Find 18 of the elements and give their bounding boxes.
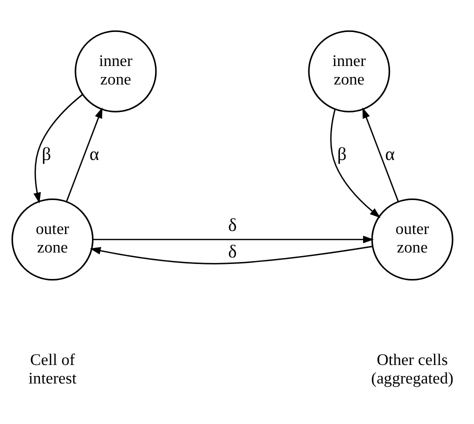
arrow	[33, 94, 83, 204]
edge-label: β	[337, 144, 347, 164]
node-circle: outer zone	[11, 198, 94, 281]
arrow	[93, 236, 374, 244]
arrow	[66, 107, 102, 202]
edge-label: α	[89, 144, 100, 164]
arrow	[362, 107, 399, 202]
edge-label: δ	[228, 214, 237, 235]
arrow	[330, 109, 381, 218]
node-circle: inner zone	[74, 30, 157, 112]
label: Other cells (aggregated)	[371, 350, 454, 388]
node-circle: inner zone	[308, 30, 390, 112]
label: Cell of interest	[28, 350, 76, 388]
edge-label: α	[385, 144, 395, 164]
edge-label: δ	[228, 241, 237, 262]
edge-label: β	[42, 144, 52, 164]
arrow	[90, 246, 372, 264]
node-circle: outer zone	[371, 198, 454, 281]
